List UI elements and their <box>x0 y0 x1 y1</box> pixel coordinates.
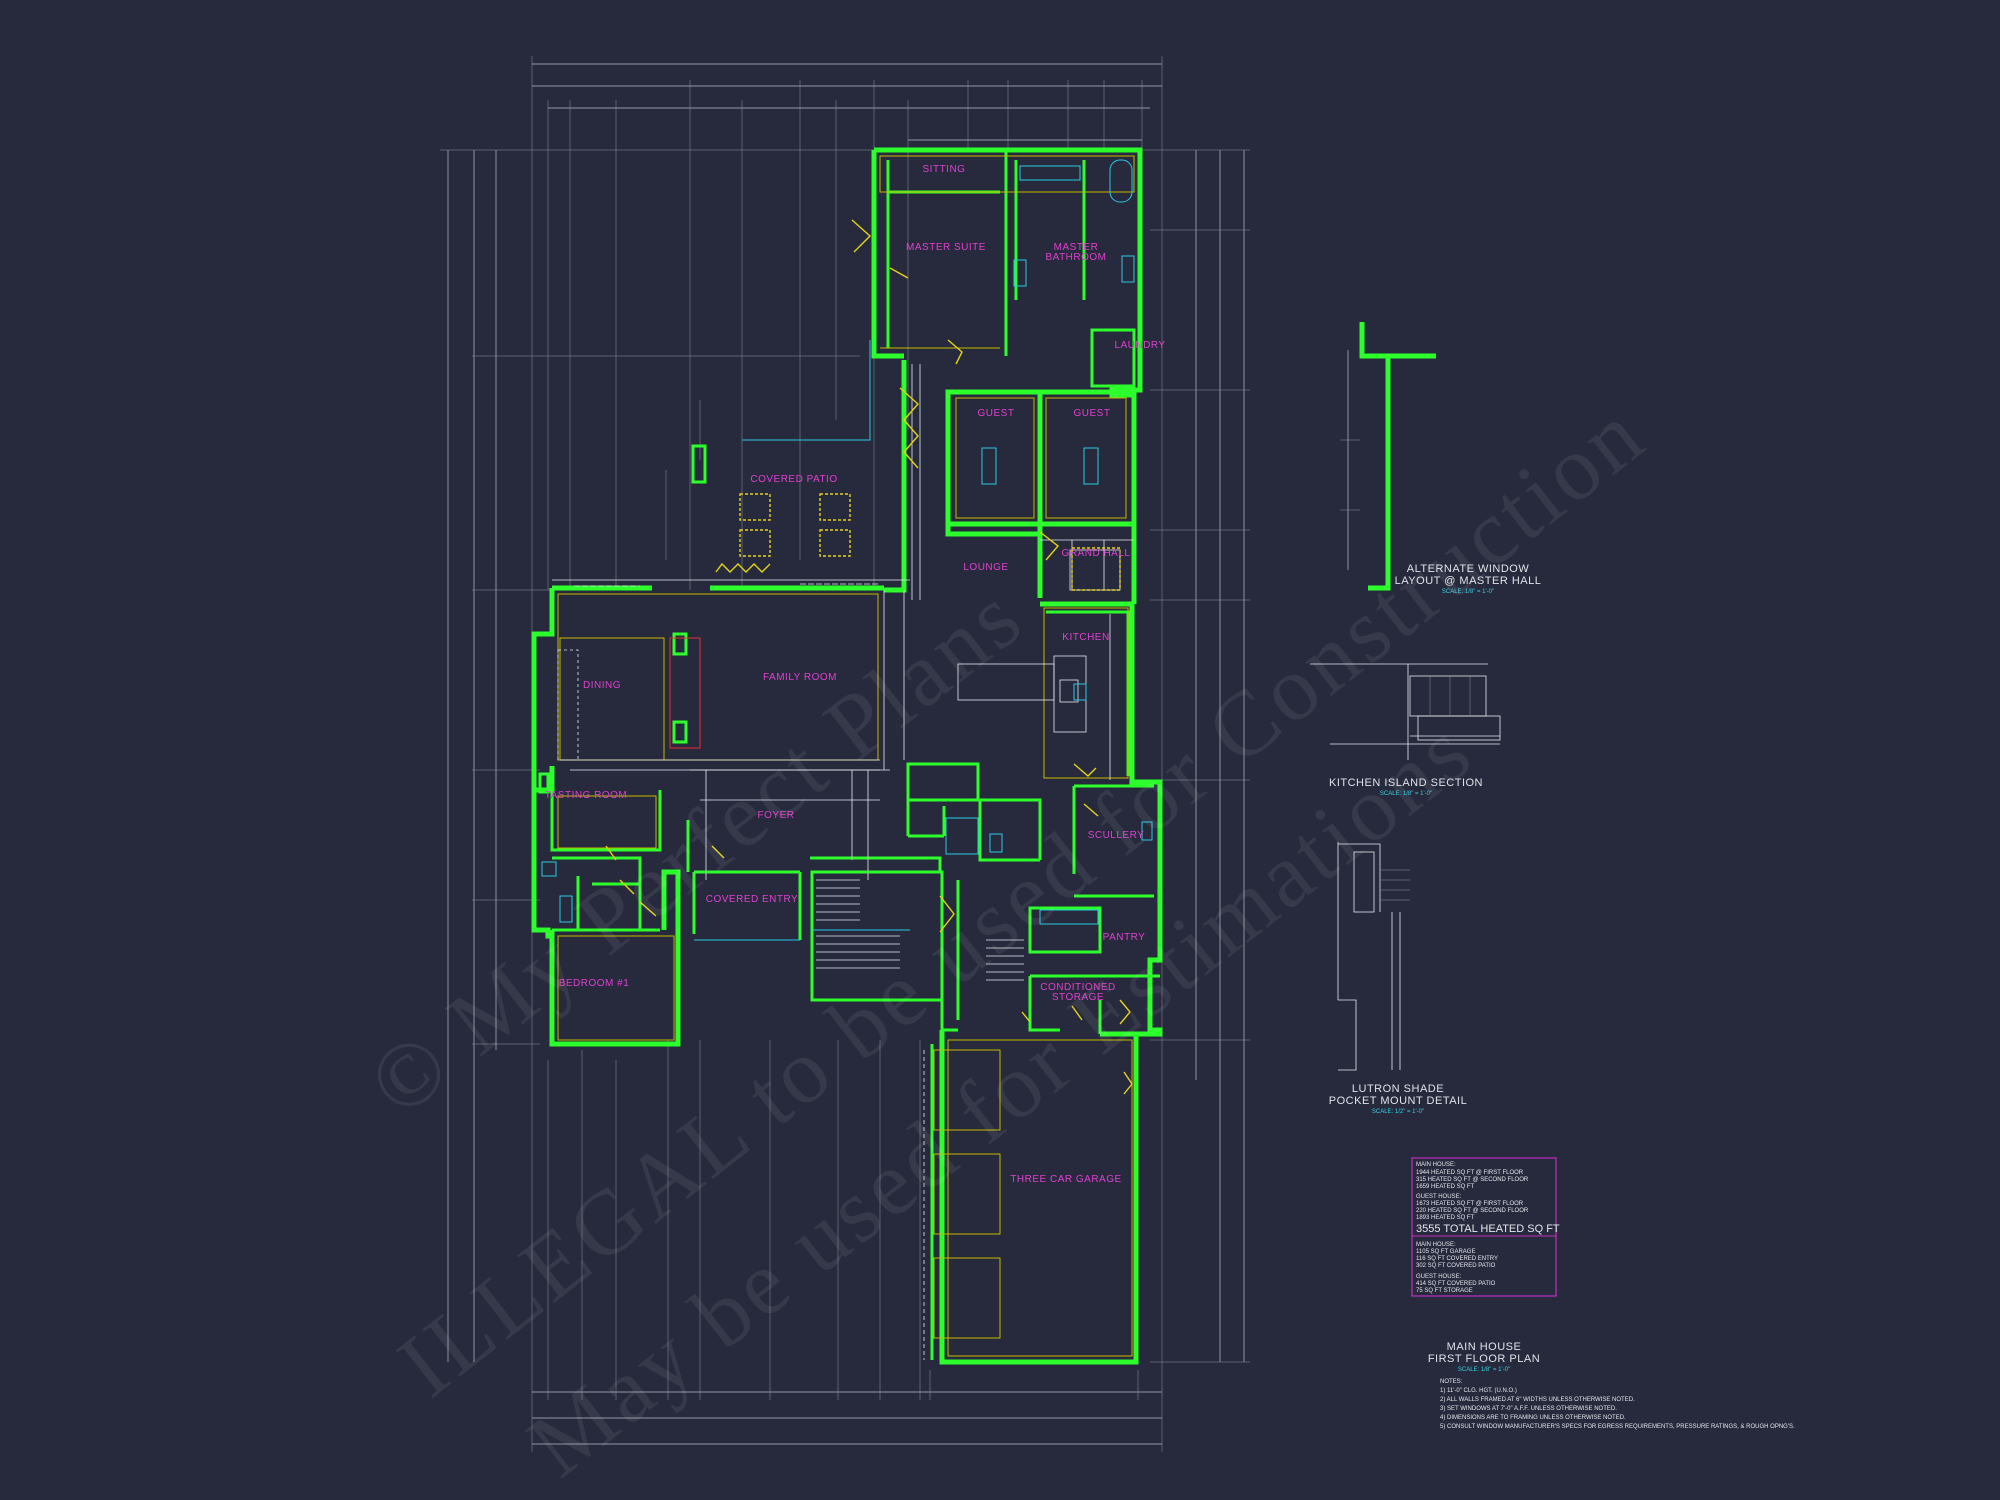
note-4: 4) DIMENSIONS ARE TO FRAMING UNLESS OTHE… <box>1440 1415 1626 1421</box>
room-kitchen: KITCHEN <box>1062 632 1109 643</box>
interior-linework <box>541 155 1153 1360</box>
room-guest-b: GUEST <box>1074 408 1111 419</box>
lutron-title-line1: LUTRON SHADE <box>1352 1083 1444 1095</box>
room-garage: THREE CAR GARAGE <box>1010 1174 1121 1185</box>
plan-scale: SCALE: 1/8" = 1'-0" <box>1458 1367 1510 1373</box>
sqft-main-label: MAIN HOUSE: <box>1416 1162 1456 1168</box>
alt-window-title-line1: ALTERNATE WINDOW <box>1407 563 1530 575</box>
exterior-walls <box>531 147 1163 1365</box>
note-1: 1) 11'-0" CLG. HGT. (U.N.O.) <box>1440 1388 1517 1394</box>
plan-title-line2: FIRST FLOOR PLAN <box>1428 1353 1540 1365</box>
note-2: 2) ALL WALLS FRAMED AT 6" WIDTHS UNLESS … <box>1440 1397 1635 1403</box>
room-master-bath-line1: MASTER <box>1054 242 1099 253</box>
notes-label: NOTES: <box>1440 1379 1463 1385</box>
room-foyer: FOYER <box>758 810 795 821</box>
room-laundry: LAUNDRY <box>1114 340 1165 351</box>
lutron-scale: SCALE: 1/2" = 1'-0" <box>1372 1109 1424 1115</box>
room-conditioned-storage-line2: STORAGE <box>1052 992 1104 1003</box>
note-3: 3) SET WINDOWS AT 7'-0" A.F.F. UNLESS OT… <box>1440 1406 1617 1412</box>
alt-window-scale: SCALE: 1/8" = 1'-0" <box>1442 589 1494 595</box>
watermark: © My Perfect Plans ILLEGAL to be used fo… <box>350 381 1664 1495</box>
room-master-bath-line2: BATHROOM <box>1045 252 1106 263</box>
room-labels: SITTING MASTER SUITE MASTER BATHROOM LAU… <box>545 164 1165 1185</box>
room-covered-patio: COVERED PATIO <box>750 474 837 485</box>
sqft-grand-total: 3555 TOTAL HEATED SQ FT <box>1416 1223 1560 1235</box>
title-block: MAIN HOUSE FIRST FLOOR PLAN SCALE: 1/8" … <box>1428 1341 1795 1430</box>
sqft-guest-total: 1893 HEATED SQ FT <box>1416 1215 1475 1221</box>
sqft-guest-first: 1673 HEATED SQ FT @ FIRST FLOOR <box>1416 1201 1524 1207</box>
room-dining: DINING <box>583 680 621 691</box>
sqft-garage: 1105 SQ FT GARAGE <box>1416 1249 1475 1255</box>
room-sitting: SITTING <box>923 164 966 175</box>
room-lounge: LOUNGE <box>963 562 1008 573</box>
room-covered-entry: COVERED ENTRY <box>706 894 798 905</box>
room-conditioned-storage-line1: CONDITIONED <box>1040 982 1116 993</box>
sqft-main-label-2: MAIN HOUSE: <box>1416 1242 1456 1248</box>
room-scullery: SCULLERY <box>1088 830 1145 841</box>
kitchen-island-section: KITCHEN ISLAND SECTION SCALE: 1/8" = 1'-… <box>1310 663 1501 797</box>
room-guest-a: GUEST <box>978 408 1015 419</box>
alt-window-title-line2: LAYOUT @ MASTER HALL <box>1395 575 1542 587</box>
alternate-window-detail: ALTERNATE WINDOW LAYOUT @ MASTER HALL SC… <box>1340 322 1541 595</box>
room-bedroom: BEDROOM #1 <box>559 978 630 989</box>
sqft-guest-label-2: GUEST HOUSE: <box>1416 1274 1462 1280</box>
square-footage-box: MAIN HOUSE: 1944 HEATED SQ FT @ FIRST FL… <box>1411 1157 1560 1297</box>
room-master-suite: MASTER SUITE <box>906 242 986 253</box>
kitchen-island-scale: SCALE: 1/8" = 1'-0" <box>1380 791 1432 797</box>
room-family-room: FAMILY ROOM <box>763 672 837 683</box>
lutron-shade-detail: LUTRON SHADE POCKET MOUNT DETAIL SCALE: … <box>1329 842 1467 1115</box>
lutron-title-line2: POCKET MOUNT DETAIL <box>1329 1095 1467 1107</box>
sqft-guest-label: GUEST HOUSE: <box>1416 1194 1462 1200</box>
room-pantry: PANTRY <box>1103 932 1146 943</box>
sqft-entry: 116 SQ FT COVERED ENTRY <box>1416 1256 1498 1262</box>
sqft-guest-patio: 414 SQ FT COVERED PATIO <box>1416 1281 1496 1287</box>
note-5: 5) CONSULT WINDOW MANUFACTURER'S SPECS F… <box>1440 1424 1795 1430</box>
sqft-guest-storage: 75 SQ FT STORAGE <box>1416 1288 1473 1294</box>
sqft-main-total: 1659 HEATED SQ FT <box>1416 1184 1475 1190</box>
sqft-main-first: 1944 HEATED SQ FT @ FIRST FLOOR <box>1416 1170 1524 1176</box>
sqft-main-second: 315 HEATED SQ FT @ SECOND FLOOR <box>1416 1177 1529 1183</box>
room-grand-hall: GRAND HALL <box>1062 548 1131 559</box>
kitchen-island-title: KITCHEN ISLAND SECTION <box>1329 777 1483 789</box>
stair-treads <box>816 879 1024 981</box>
room-tasting-room: TASTING ROOM <box>545 790 627 801</box>
plan-title-line1: MAIN HOUSE <box>1447 1341 1522 1353</box>
sqft-patio: 302 SQ FT COVERED PATIO <box>1416 1263 1496 1269</box>
sqft-guest-second: 220 HEATED SQ FT @ SECOND FLOOR <box>1416 1208 1529 1214</box>
